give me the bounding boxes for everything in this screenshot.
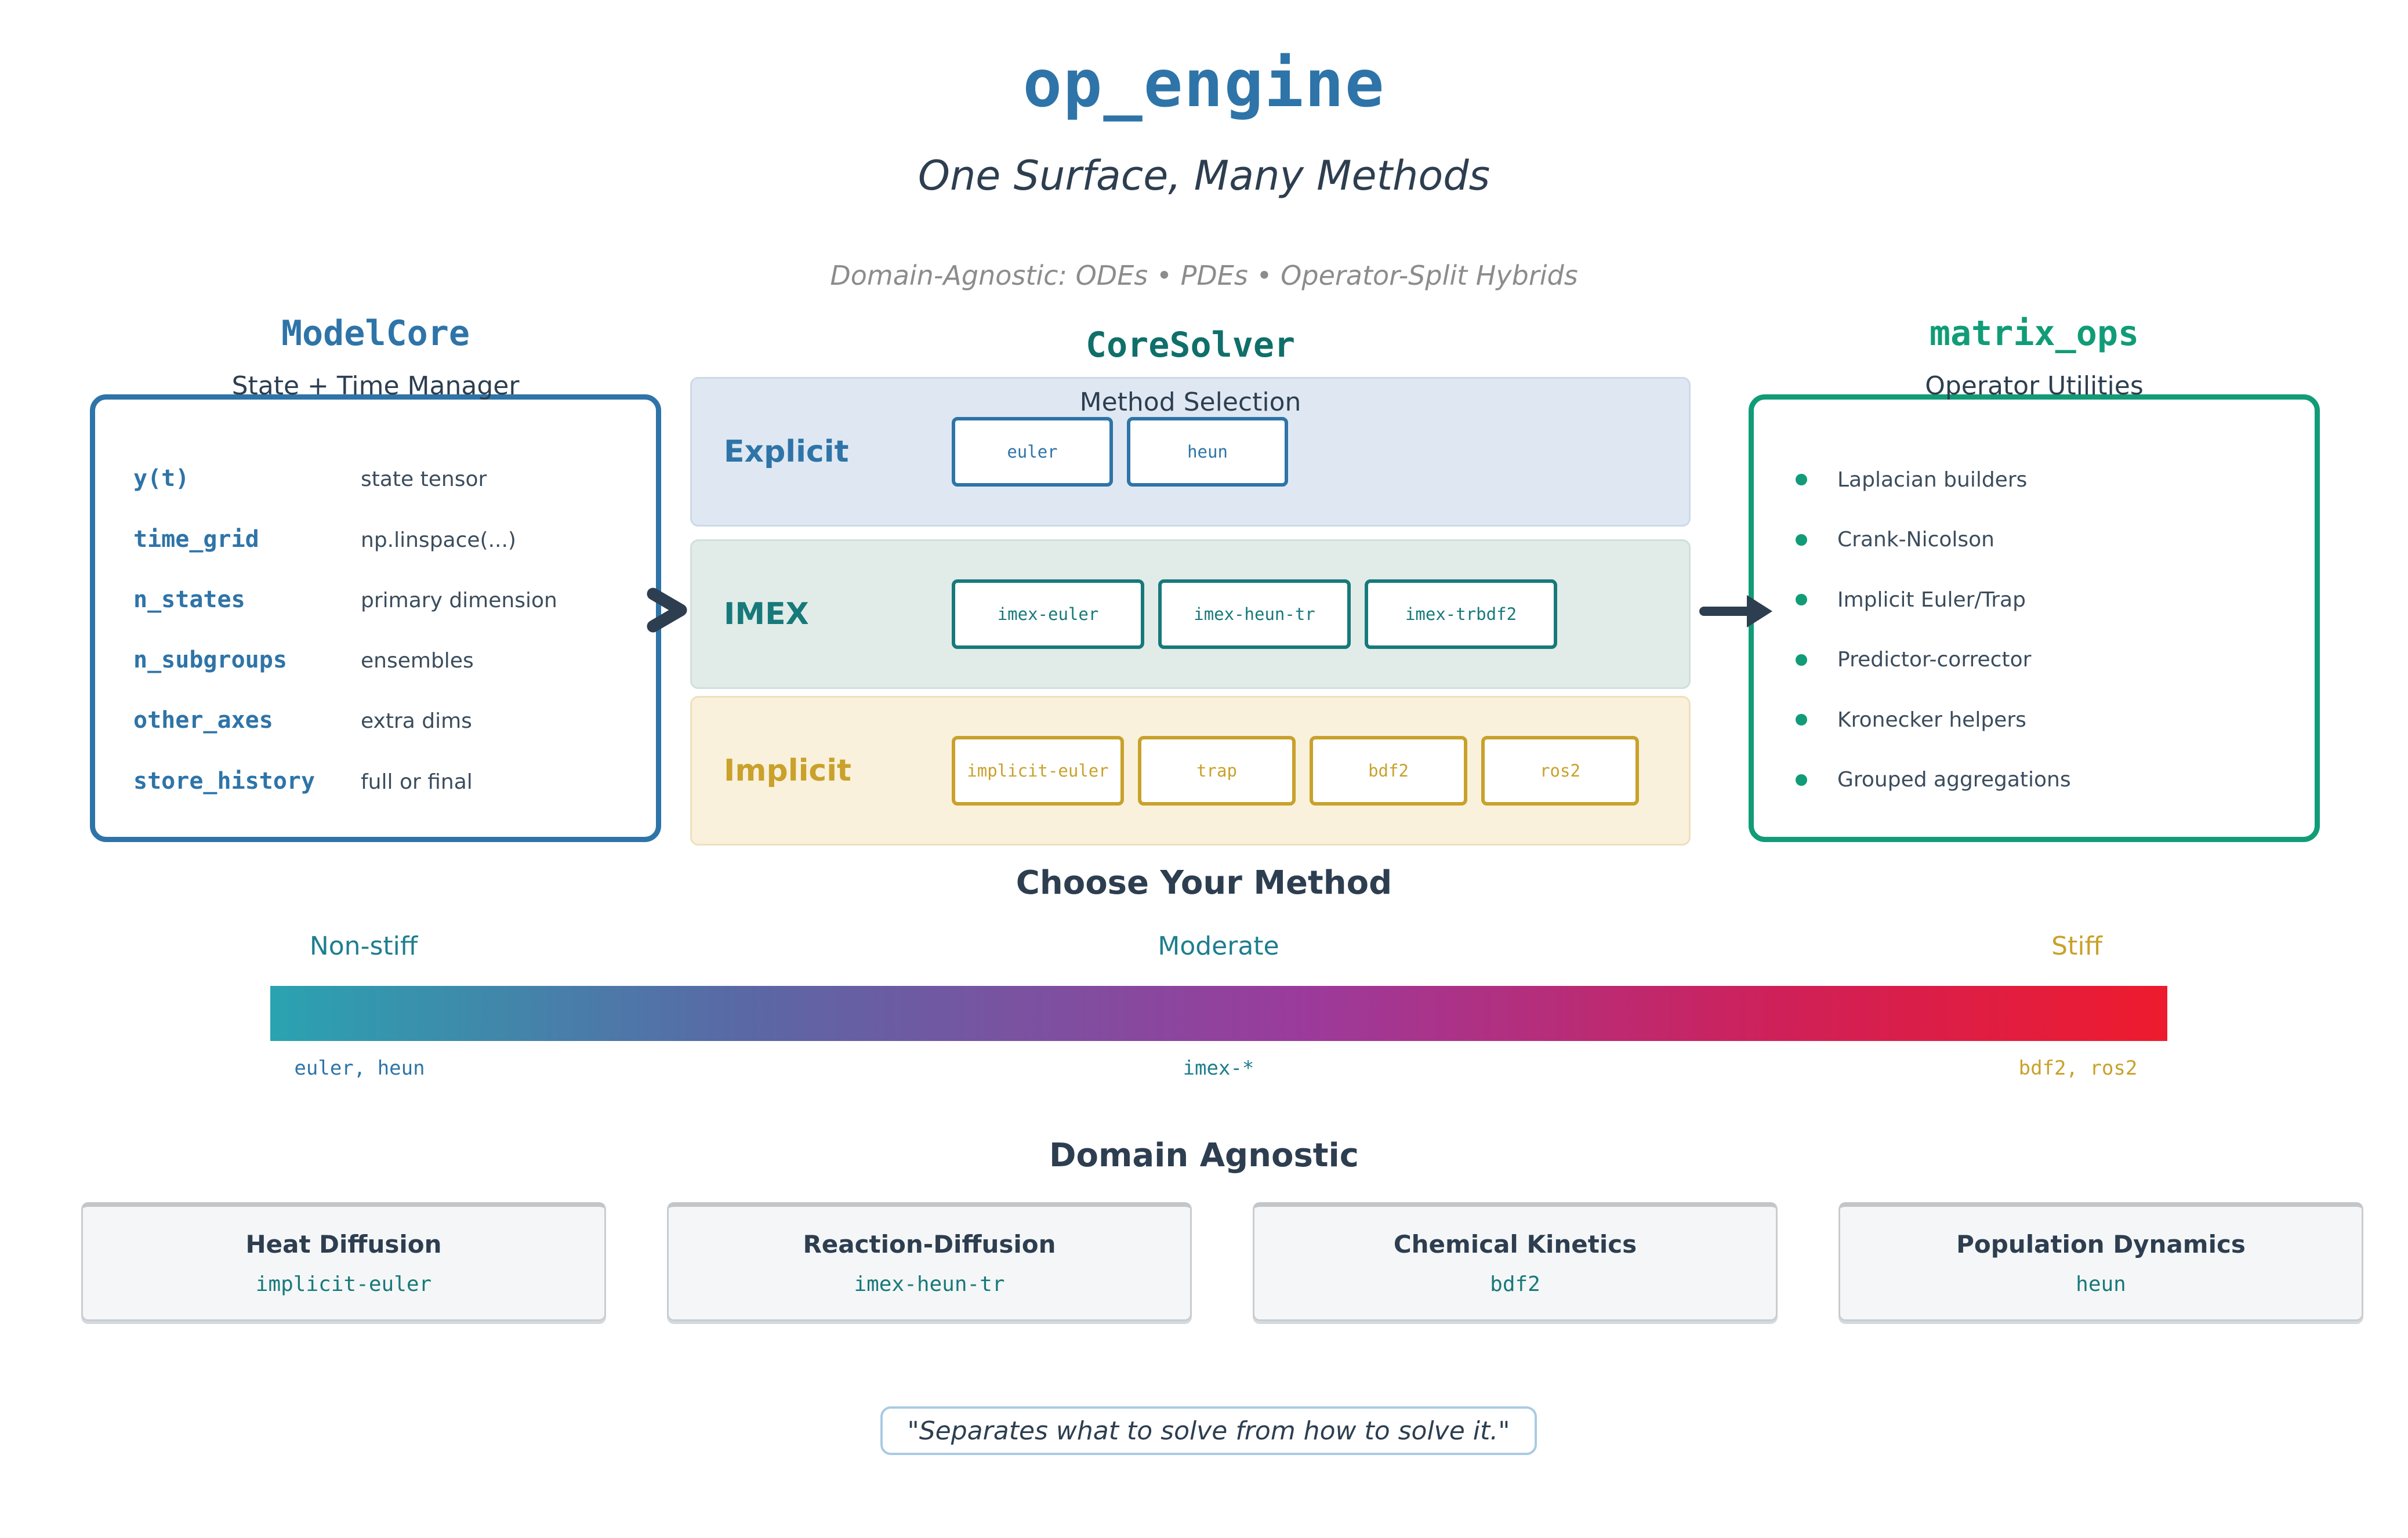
domain-card-reaction-diffusion: Reaction-Diffusion imex-heun-tr [667,1202,1192,1321]
list-item-label: Predictor-corrector [1837,648,2032,672]
list-item-label: Laplacian builders [1837,467,2028,492]
core-solver-subtitle: Method Selection [1079,387,1301,417]
method-chips: implicit-euler trap bdf2 ros2 [952,698,1639,844]
imex-band: IMEX imex-euler imex-heun-tr imex-trbdf2 [690,539,1691,689]
model-core-box: y(t) state tensor time_grid np.linspace(… [90,394,661,842]
model-core-panel: ModelCore State + Time Manager y(t) stat… [90,313,661,842]
model-core-row: time_grid np.linspace(...) [95,526,656,553]
list-item-label: Grouped aggregations [1837,768,2071,792]
bullet-dot-icon [1796,594,1807,606]
method-chip-euler: euler [952,417,1113,487]
field-desc: primary dimension [361,588,557,612]
page-tagline: Domain-Agnostic: ODEs • PDEs • Operator-… [830,260,1578,291]
list-item: Grouped aggregations [1754,768,2315,792]
chooser-title: Choose Your Method [1016,864,1392,902]
methods-stiff: bdf2, ros2 [2018,1057,2138,1080]
methods-moderate: imex-* [1183,1057,1254,1080]
model-core-row: other_axes extra dims [95,707,656,734]
bullet-dot-icon [1796,654,1807,666]
domain-card-method: heun [2076,1272,2126,1296]
list-item: Implicit Euler/Trap [1754,588,2315,612]
field-name: y(t) [133,465,190,492]
list-item: Predictor-corrector [1754,648,2315,672]
field-name: n_states [133,586,245,613]
stiffness-label-moderate: Moderate [1158,931,1279,961]
implicit-band: Implicit implicit-euler trap bdf2 ros2 [690,696,1691,846]
domain-card-population-dynamics: Population Dynamics heun [1838,1202,2363,1321]
domain-card-chemical-kinetics: Chemical Kinetics bdf2 [1253,1202,1778,1321]
matrix-ops-subtitle: Operator Utilities [1925,371,2144,401]
domain-card-name: Population Dynamics [1956,1230,2246,1258]
domain-card-name: Reaction-Diffusion [803,1230,1056,1258]
matrix-ops-box: Laplacian builders Crank-Nicolson Implic… [1749,394,2320,842]
list-item: Crank-Nicolson [1754,528,2315,552]
explicit-band: Explicit euler heun [690,377,1691,527]
list-item-label: Kronecker helpers [1837,708,2026,732]
arrow-right-icon [1699,595,1772,627]
method-chip-imex-heun-tr: imex-heun-tr [1158,579,1351,649]
core-solver-title: CoreSolver [1085,325,1296,365]
field-desc: ensembles [361,649,474,673]
bullet-dot-icon [1796,534,1807,546]
field-desc: state tensor [361,467,487,492]
bullet-dot-icon [1796,714,1807,726]
band-label: Implicit [724,753,851,788]
domain-card-name: Heat Diffusion [245,1230,442,1258]
method-chips: imex-euler imex-heun-tr imex-trbdf2 [952,541,1557,687]
stiffness-gradient-bar [270,986,2167,1041]
method-chip-heun: heun [1127,417,1288,487]
arrow-right-icon [647,587,687,633]
list-item-label: Crank-Nicolson [1837,528,1995,552]
field-name: n_subgroups [133,647,287,674]
matrix-ops-panel: matrix_ops Operator Utilities Laplacian … [1749,313,2320,842]
method-chip-imex-trbdf2: imex-trbdf2 [1365,579,1557,649]
field-name: store_history [133,767,315,795]
matrix-ops-title: matrix_ops [1929,313,2139,354]
quote-box: "Separates what to solve from how to sol… [880,1406,1537,1455]
method-chip-ros2: ros2 [1481,736,1639,806]
model-core-row: y(t) state tensor [95,465,656,492]
domain-card-name: Chemical Kinetics [1393,1230,1637,1258]
model-core-row: store_history full or final [95,768,656,795]
model-core-row: n_subgroups ensembles [95,647,656,673]
band-label: Explicit [724,434,849,469]
method-chip-bdf2: bdf2 [1310,736,1467,806]
model-core-title: ModelCore [281,313,470,354]
field-name: other_axes [133,707,273,734]
list-item-label: Implicit Euler/Trap [1837,587,2026,612]
band-label: IMEX [724,597,809,632]
quote-text: "Separates what to solve from how to sol… [907,1416,1510,1446]
model-core-subtitle: State + Time Manager [231,371,520,401]
method-chip-imex-euler: imex-euler [952,579,1144,649]
method-chip-implicit-euler: implicit-euler [952,736,1124,806]
model-core-row: n_states primary dimension [95,586,656,613]
domain-card-heat-diffusion: Heat Diffusion implicit-euler [81,1202,606,1321]
domain-card-method: bdf2 [1490,1272,1540,1296]
domain-card-method: imex-heun-tr [854,1272,1005,1296]
field-desc: extra dims [361,709,472,734]
list-item: Laplacian builders [1754,468,2315,492]
method-chip-trap: trap [1138,736,1296,806]
methods-non-stiff: euler, heun [294,1057,425,1080]
field-name: time_grid [133,525,259,553]
field-desc: full or final [361,770,473,794]
stiffness-label-non-stiff: Non-stiff [309,931,418,961]
bullet-dot-icon [1796,774,1807,786]
domain-card-method: implicit-euler [255,1272,432,1296]
method-chips: euler heun [952,379,1288,525]
page-title: op_engine [1022,46,1386,122]
bullet-dot-icon [1796,474,1807,486]
list-item: Kronecker helpers [1754,708,2315,732]
field-desc: np.linspace(...) [361,528,516,552]
stiffness-label-stiff: Stiff [2051,931,2102,961]
page-subtitle: One Surface, Many Methods [917,152,1491,199]
domains-title: Domain Agnostic [1049,1137,1359,1174]
